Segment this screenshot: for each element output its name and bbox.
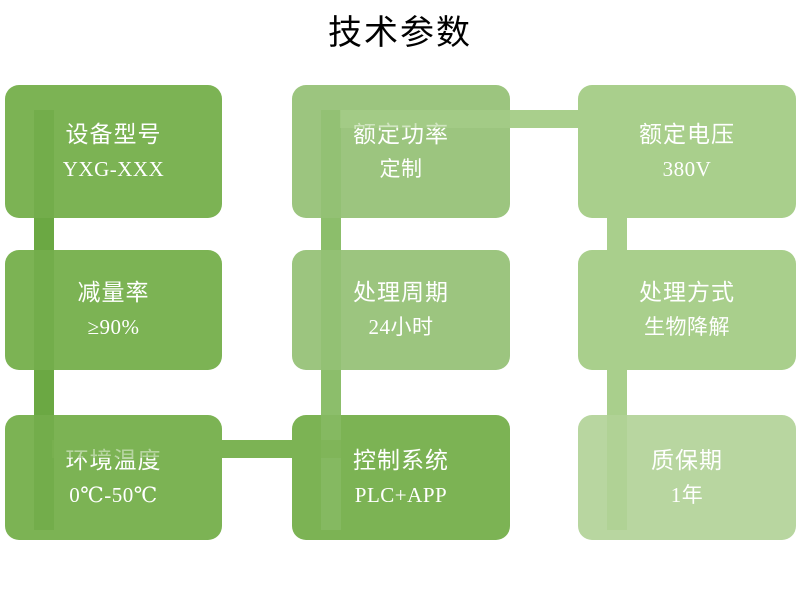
card-label-device-model: 设备型号 xyxy=(65,121,162,147)
col3-vertical-strip-overlay xyxy=(607,110,627,530)
row1-bridge-power-voltage-overlay xyxy=(340,110,630,128)
card-label-treatment-cycle: 处理周期 xyxy=(353,280,449,305)
card-label-treatment-method: 处理方式 xyxy=(639,280,735,305)
card-label-reduction-rate: 减量率 xyxy=(77,280,150,305)
col1-vertical-strip-overlay xyxy=(34,110,54,530)
card-value-ambient-temperature: 0℃-50℃ xyxy=(69,482,158,507)
card-label-control-system: 控制系统 xyxy=(353,447,449,473)
card-label-rated-voltage: 额定电压 xyxy=(639,121,735,147)
card-label-warranty-period: 质保期 xyxy=(651,447,723,473)
card-value-reduction-rate: ≥90% xyxy=(87,315,140,339)
row3-bridge-temp-control-overlay xyxy=(52,440,342,458)
card-value-rated-power: 定制 xyxy=(379,156,423,181)
card-value-warranty-period: 1年 xyxy=(670,482,704,507)
col2-vertical-strip-overlay xyxy=(321,110,341,530)
card-value-treatment-method: 生物降解 xyxy=(644,315,730,339)
card-value-rated-voltage: 380V xyxy=(662,156,712,181)
card-value-control-system: PLC+APP xyxy=(354,482,448,507)
card-value-device-model: YXG-XXX xyxy=(62,156,165,181)
card-value-treatment-cycle: 24小时 xyxy=(368,315,434,339)
page-title: 技术参数 xyxy=(328,15,472,52)
